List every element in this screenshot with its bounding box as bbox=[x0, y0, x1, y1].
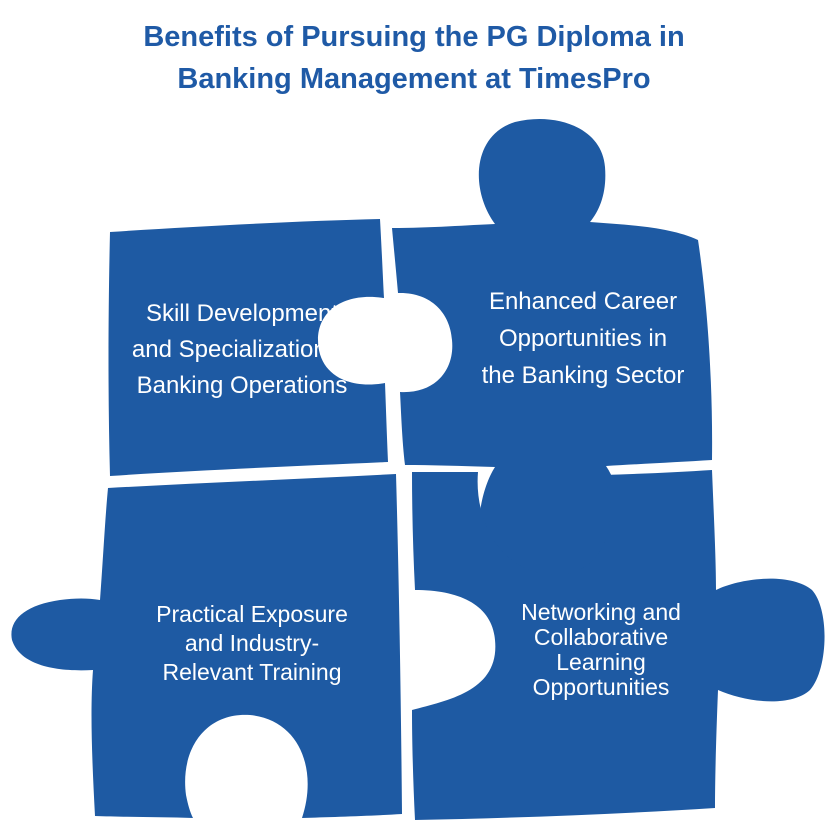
puzzle-piece-bottom-right-label: Networking and Collaborative Learning Op… bbox=[470, 600, 732, 700]
puzzle-piece-top-left-label: Skill Development and Specialization in … bbox=[108, 296, 376, 404]
diagram-title: Benefits of Pursuing the PG Diploma in B… bbox=[0, 16, 828, 100]
diagram-title-line-1: Benefits of Pursuing the PG Diploma in bbox=[143, 21, 685, 53]
bottom-right-label-line-4: Opportunities bbox=[532, 674, 670, 700]
top-right-label-line-1: Enhanced Career bbox=[488, 288, 678, 315]
puzzle-piece-top-right-label: Enhanced Career Opportunities in the Ban… bbox=[452, 283, 714, 394]
top-right-label-line-3: the Banking Sector bbox=[481, 362, 685, 389]
top-left-label-line-3: Banking Operations bbox=[136, 372, 348, 399]
puzzle-piece-bottom-left-label: Practical Exposure and Industry- Relevan… bbox=[122, 600, 382, 687]
bottom-right-label-line-1: Networking and bbox=[521, 599, 681, 625]
top-left-label-line-2: and Specialization in bbox=[131, 336, 353, 363]
bottom-left-label-line-3: Relevant Training bbox=[162, 659, 342, 685]
bottom-left-label-line-2: and Industry- bbox=[184, 630, 320, 656]
puzzle-piece-top-left bbox=[108, 219, 388, 476]
puzzle-piece-bottom-right bbox=[412, 470, 825, 820]
puzzle-piece-top-right bbox=[392, 119, 713, 584]
bottom-right-label-line-2: Collaborative bbox=[533, 624, 669, 650]
top-right-label-line-2: Opportunities in bbox=[498, 325, 668, 352]
diagram-title-line-2: Banking Management at TimesPro bbox=[177, 63, 651, 95]
bottom-right-label-line-3: Learning bbox=[556, 649, 646, 675]
top-left-label-line-1: Skill Development bbox=[145, 300, 339, 327]
bottom-left-label-line-1: Practical Exposure bbox=[156, 601, 348, 627]
puzzle-piece-bottom-left bbox=[11, 474, 402, 818]
